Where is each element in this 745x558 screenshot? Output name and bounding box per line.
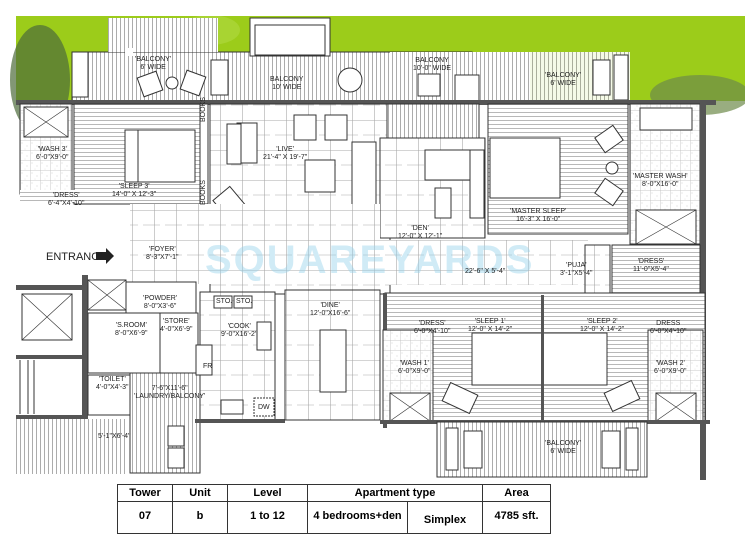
label-dress3: 'DRESS' 6'-4"X4'-10"	[48, 192, 85, 207]
label-master-wash: 'MASTER WASH' 8'-0"X16'-0"	[633, 173, 688, 188]
label-balcony-bottom: 'BALCONY' 6' WIDE	[545, 440, 582, 455]
entrance-text: ENTRANCE	[46, 251, 107, 263]
watermark: SQUAREYARDS	[205, 238, 535, 282]
label-dishwasher: DW	[258, 404, 270, 411]
label-master-sleep: 'MASTER SLEEP' 16'-3" X 16'-0"	[510, 208, 567, 223]
label-dine: 'DINE' 12'-0"X16'-6"	[310, 302, 351, 317]
label-wash3: 'WASH 3' 6'-0"X9'-0"	[36, 146, 69, 161]
label-books-top: BOOKS	[200, 97, 207, 122]
label-cook: 'COOK' 9'-0"X16'-2"	[221, 323, 258, 338]
label-store: 'STORE' 4'-0"X6'-9"	[160, 318, 193, 333]
header-unit: Unit	[172, 484, 228, 502]
label-balcony-right-center: BALCONY 10'-0" WIDE	[413, 57, 452, 72]
label-puja: 'PUJA' 3'-1"X5'-4"	[560, 262, 593, 277]
header-tower: Tower	[117, 484, 173, 502]
label-wash2: 'WASH 2' 6'-0"X9'-0"	[654, 360, 687, 375]
header-level: Level	[227, 484, 308, 502]
label-corridor: 22'-6" X 5'-4"	[465, 268, 506, 275]
label-sto-1: STO.	[216, 298, 233, 305]
label-sleep1: 'SLEEP 1' 12'-0" X 14'-2"	[468, 318, 513, 333]
cell-unit: b	[172, 501, 228, 534]
label-utility-balcony: 5'-1"X6'-4"	[98, 433, 131, 440]
table-row: 07 b 1 to 12 4 bedrooms+den Simplex 4785…	[117, 501, 551, 534]
cell-level: 1 to 12	[227, 501, 308, 534]
table-header-row: Tower Unit Level Apartment type Area	[117, 484, 551, 502]
cell-bedrooms: 4 bedrooms+den	[307, 501, 408, 534]
label-balcony-left: 'BALCONY' 6' WIDE	[135, 56, 172, 71]
label-laundry-balcony: 7'-6"X11'-6" 'LAUNDRY/BALCONY'	[134, 385, 206, 400]
label-den: 'DEN' 12'-0" X 12'-1"	[398, 225, 443, 240]
label-wash1: 'WASH 1' 6'-0"X9'-0"	[398, 360, 431, 375]
floor-plan: SQUAREYARDS ENTRANCE 'BALCONY' 6' WIDE B…	[10, 15, 745, 480]
label-books-bottom: BOOKS	[200, 180, 207, 205]
header-area: Area	[482, 484, 551, 502]
label-powder: 'POWDER' 8'-0"X3'-6"	[143, 295, 178, 310]
unit-summary-table: Tower Unit Level Apartment type Area 07 …	[117, 484, 551, 534]
label-sleep3: 'SLEEP 3' 14'-0" X 12'-3"	[112, 183, 157, 198]
label-sto-2: STO.	[236, 298, 253, 305]
label-dress1: 'DRESS' 6'-0"X4'-10"	[414, 320, 451, 335]
entrance-label: ENTRANCE	[46, 251, 107, 263]
floor-plan-drawing	[10, 15, 745, 480]
cell-tower: 07	[117, 501, 173, 534]
header-apartment-type: Apartment type	[307, 484, 483, 502]
label-toilet: 'TOILET' 4'-0"X4'-3"	[96, 376, 129, 391]
label-live: 'LIVE' 21'-4" X 19'-7"	[263, 146, 308, 161]
cell-style: Simplex	[407, 501, 483, 534]
cell-area: 4785 sft.	[482, 501, 551, 534]
label-dress-master: 'DRESS' 11'-0"X5'-4"	[633, 258, 669, 273]
label-dress2: DRESS 6'-0"X4'-10"	[650, 320, 687, 335]
label-fridge: FR	[203, 363, 213, 370]
label-sleep2: 'SLEEP 2' 12'-0" X 14'-2"	[580, 318, 625, 333]
label-foyer: 'FOYER' 8'-3"X7'-1"	[146, 246, 179, 261]
label-s-room: 'S.ROOM' 8'-0"X6'-9"	[115, 322, 148, 337]
label-balcony-center: BALCONY 10' WIDE	[270, 76, 304, 91]
label-balcony-right: 'BALCONY' 6' WIDE	[545, 72, 582, 87]
